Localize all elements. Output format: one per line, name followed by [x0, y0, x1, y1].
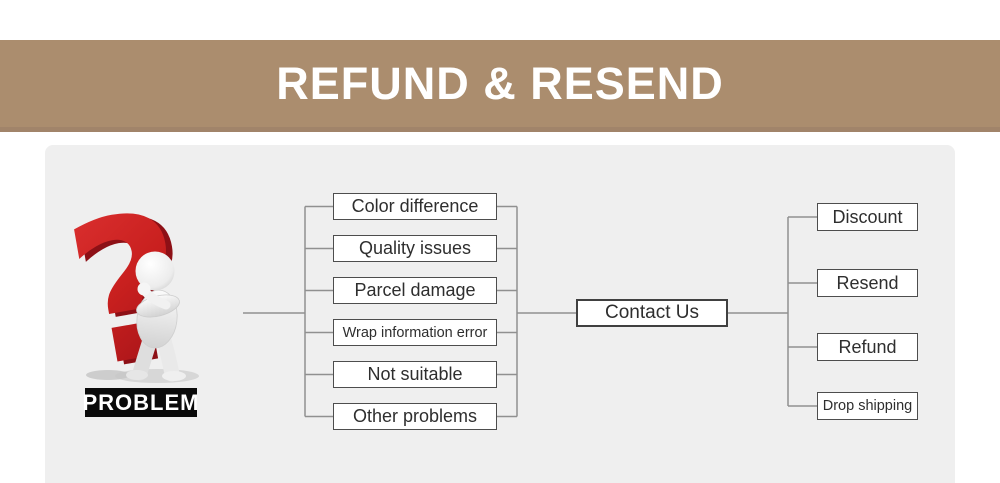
solution-box-resend: Resend	[817, 269, 918, 297]
solution-box-drop-shipping: Drop shipping	[817, 392, 918, 420]
flowchart-panel: ? ?	[45, 145, 955, 483]
cause-box-not-suitable: Not suitable	[333, 361, 497, 388]
cause-box-other-problems: Other problems	[333, 403, 497, 430]
connector-lines	[243, 205, 817, 418]
question-mark-thinker-icon: ? ?	[53, 169, 211, 416]
contact-us-box: Contact Us	[576, 299, 728, 327]
solution-box-discount: Discount	[817, 203, 918, 231]
banner: REFUND & RESEND	[0, 40, 1000, 132]
flowchart-connectors: ? ?	[53, 169, 817, 418]
cause-box-color-difference: Color difference	[333, 193, 497, 220]
cause-box-quality-issues: Quality issues	[333, 235, 497, 262]
problem-label: PROBLEM	[83, 388, 199, 417]
cause-box-parcel-damage: Parcel damage	[333, 277, 497, 304]
banner-title: REFUND & RESEND	[276, 57, 724, 109]
cause-box-wrap-information-error: Wrap information error	[333, 319, 497, 346]
solution-box-refund: Refund	[817, 333, 918, 361]
